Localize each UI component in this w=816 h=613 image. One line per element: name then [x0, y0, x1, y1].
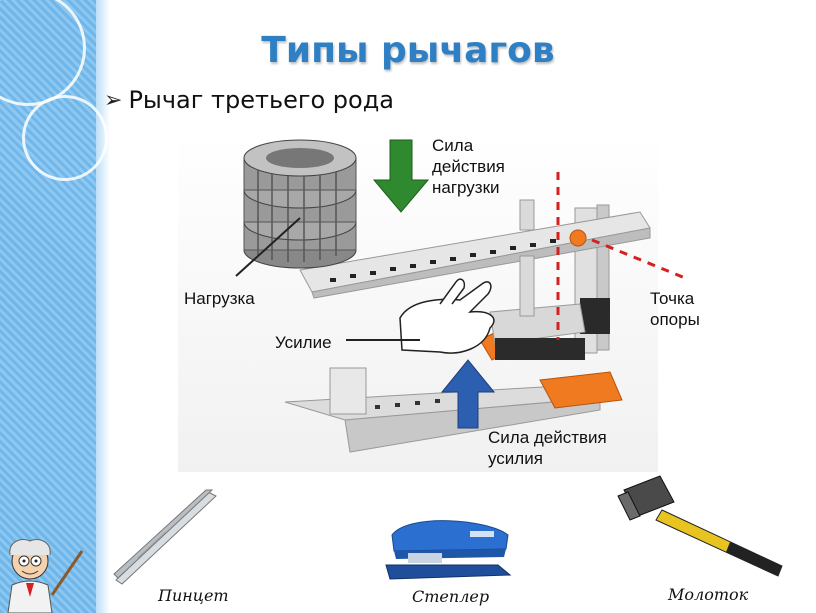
page-title: Типы рычагов — [261, 30, 555, 71]
pivot-axle — [569, 229, 587, 247]
effort-force-label: Сила действия усилия — [488, 428, 607, 468]
load-force-arrow — [372, 139, 430, 213]
professor-icon — [7, 539, 84, 613]
hand-icon — [399, 278, 495, 354]
subtitle: Рычаг третьего рода — [128, 86, 394, 114]
hammer-label: Молоток — [668, 585, 749, 604]
hammer-icon — [617, 475, 783, 577]
tweezers-icon — [113, 489, 217, 585]
load-force-label: Сила действия нагрузки — [432, 136, 505, 197]
decorative-ring — [22, 95, 108, 181]
load-wheels — [243, 139, 357, 269]
fulcrum-dashes — [556, 172, 686, 340]
stapler-label: Степлер — [412, 587, 490, 606]
fulcrum-base — [539, 371, 623, 409]
bullet-arrow-icon: ➢ — [104, 87, 123, 113]
effort-label: Усилие — [275, 333, 332, 352]
load-label: Нагрузка — [184, 289, 255, 308]
stapler-icon — [385, 520, 512, 580]
load-leader — [235, 217, 301, 277]
effort-force-arrow — [440, 359, 496, 429]
tweezers-label: Пинцет — [158, 586, 229, 605]
fulcrum-label: Точка опоры — [650, 289, 700, 329]
subtitle-row: ➢ Рычаг третьего рода — [104, 86, 394, 114]
